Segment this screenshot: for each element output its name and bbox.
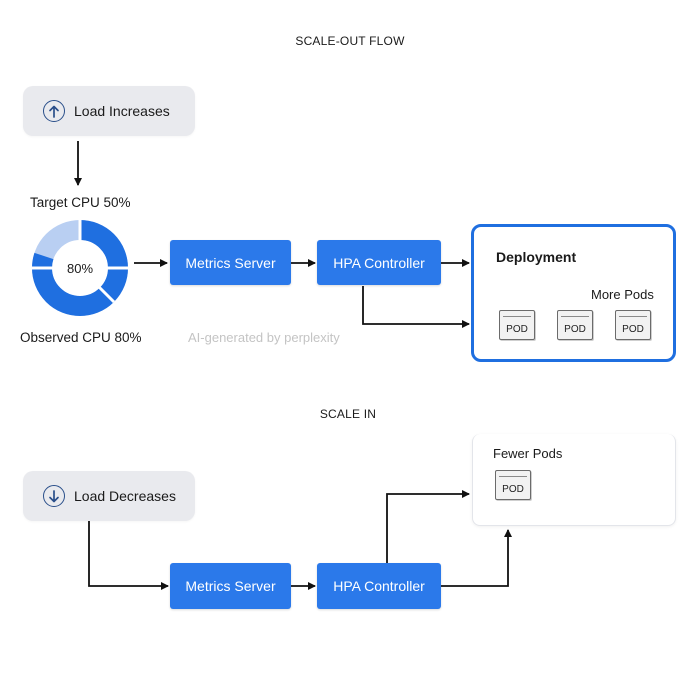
deployment-title: Deployment bbox=[496, 249, 577, 265]
pod-icon: POD bbox=[499, 310, 535, 340]
load-increases-label: Load Increases bbox=[74, 103, 170, 119]
pod-icon: POD bbox=[557, 310, 593, 340]
watermark: AI-generated by perplexity bbox=[188, 330, 340, 345]
more-pods-label: More Pods bbox=[591, 287, 654, 302]
arrow-hpa-up-to-box bbox=[441, 529, 512, 587]
metrics-server-box-scale-in: Metrics Server bbox=[170, 563, 291, 609]
load-decreases-pill: Load Decreases bbox=[23, 471, 195, 521]
observed-cpu-label: Observed CPU 80% bbox=[20, 330, 142, 345]
cpu-gauge: 80% bbox=[30, 218, 130, 318]
fewer-pods-label: Fewer Pods bbox=[493, 446, 563, 461]
deployment-box: Deployment More Pods POD POD POD bbox=[471, 224, 676, 362]
arrow-up-icon bbox=[43, 100, 65, 122]
load-decreases-label: Load Decreases bbox=[74, 488, 176, 504]
load-increases-pill: Load Increases bbox=[23, 86, 195, 136]
arrow-hpa-to-pods bbox=[362, 286, 470, 328]
scale-out-title: SCALE-OUT FLOW bbox=[295, 34, 405, 48]
cpu-gauge-ring bbox=[32, 220, 128, 316]
arrow-down-icon bbox=[43, 485, 65, 507]
arrow-hpa-to-fewer-pods bbox=[386, 490, 470, 563]
pod-icon: POD bbox=[615, 310, 651, 340]
pod-icon: POD bbox=[495, 470, 531, 500]
hpa-controller-box: HPA Controller bbox=[317, 240, 441, 285]
scale-in-title: SCALE IN bbox=[319, 407, 377, 421]
gauge-value: 80% bbox=[66, 260, 94, 276]
hpa-controller-box-scale-in: HPA Controller bbox=[317, 563, 441, 609]
target-cpu-label: Target CPU 50% bbox=[30, 195, 131, 210]
metrics-server-box: Metrics Server bbox=[170, 240, 291, 285]
fewer-pods-box: Fewer Pods POD bbox=[472, 434, 676, 526]
arrow-load-to-metrics bbox=[88, 521, 169, 590]
